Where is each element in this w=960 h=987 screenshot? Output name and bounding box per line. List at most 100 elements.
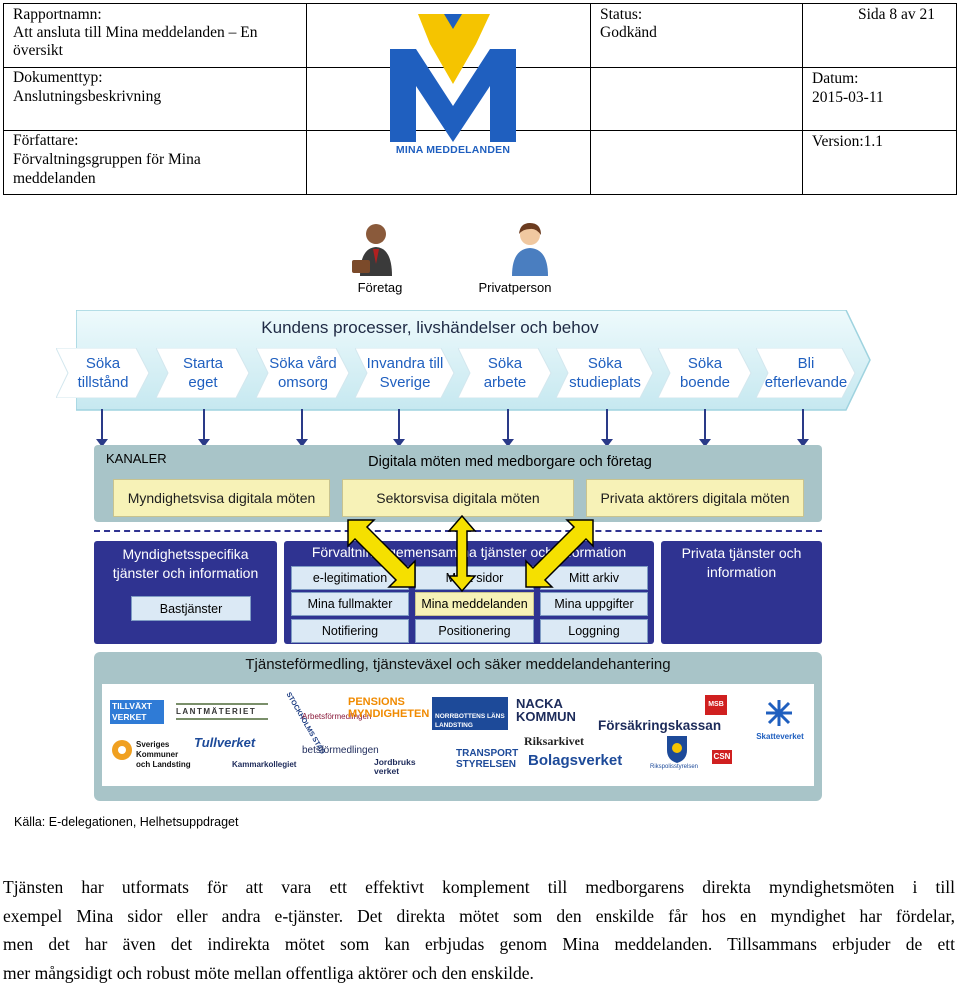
status-label: Status: [600, 5, 642, 25]
logo-kammarkollegiet: Kammarkollegiet [232, 760, 296, 769]
step-label-1: Bli [765, 354, 848, 373]
arrow-diag-left-icon [348, 520, 415, 587]
service-title: Tjänsteförmedling, tjänsteväxel och säke… [94, 656, 822, 673]
loggning-box: Loggning [540, 619, 648, 643]
down-arrow [398, 409, 400, 441]
paragraph-line: exempel Mina sidor eller andra e-tjänste… [3, 902, 955, 931]
step-label-2: tillstånd [78, 373, 129, 392]
step-label-2: efterlevande [765, 373, 848, 392]
logo-transportstyrelsen: TRANSPORT STYRELSEN [456, 748, 512, 770]
process-title: Kundens processer, livshändelser och beh… [78, 318, 782, 338]
logo-rikspolisstyrelsen: Rikspolisstyrelsen [650, 764, 698, 770]
forfattare-line1: Förvaltningsgruppen för Mina [13, 150, 201, 170]
channel-privata: Privata aktörers digitala möten [586, 479, 804, 517]
datum-value: 2015-03-11 [812, 88, 884, 108]
rapportnamn-label: Rapportnamn: [13, 5, 102, 25]
divider [590, 4, 591, 194]
channels-title: Digitala möten med medborgare och företa… [200, 454, 820, 470]
step-label-2: boende [680, 373, 730, 392]
left-box-line2: tjänster och information [94, 564, 277, 583]
step-label-1: Invandra till [367, 354, 444, 373]
channel-myndighetsvisa: Myndighetsvisa digitala möten [113, 479, 330, 517]
logo-norrbotten: NORRBOTTENS LÄNS LANDSTING [432, 697, 508, 730]
skatteverket-icon [762, 698, 796, 728]
down-arrow [101, 409, 103, 441]
step-label-2: Sverige [367, 373, 444, 392]
paragraph-line: Tjänsten har utformats för att vara ett … [3, 873, 955, 902]
logo-pensionsmyndigheten: PENSIONS MYNDIGHETEN [348, 696, 424, 720]
logo-tullverket: Tullverket [194, 735, 255, 750]
down-arrow [606, 409, 608, 441]
arrow-diag-right-icon [526, 520, 593, 587]
logo-tillvaxtverket: TILLVÄXT VERKET [110, 700, 164, 724]
myndighetsspecifika-box: Myndighetsspecifika tjänster och informa… [94, 541, 277, 644]
privata-tjanster-box: Privata tjänster och information [661, 541, 822, 644]
step-label-2: arbete [484, 373, 527, 392]
divider [306, 4, 307, 194]
logo-lantmateriet: LANTMÄTERIET [176, 703, 268, 720]
version: Version:1.1 [812, 132, 883, 152]
step-label-1: Söka [78, 354, 129, 373]
right-box-line1: Privata tjänster och [661, 544, 822, 563]
page-number: Sida 8 av 21 [858, 5, 935, 25]
rapportnamn-line2: översikt [13, 41, 63, 61]
step-label-1: Starta [183, 354, 223, 373]
arrow-vertical-icon [449, 516, 475, 591]
paragraph-line: men det har även det indirekta mötet som… [3, 930, 955, 959]
divider [802, 4, 803, 194]
rapportnamn-line1: Att ansluta till Mina meddelanden – En [13, 23, 258, 43]
notifiering-box: Notifiering [291, 619, 409, 643]
bastjanster-box: Bastjänster [131, 596, 251, 621]
down-arrow [802, 409, 804, 441]
logo-nacka: NACKA KOMMUN [516, 697, 592, 723]
business-person-icon [350, 222, 398, 278]
step-label-2: omsorg [269, 373, 337, 392]
logo-jordbruksverket: Jordbruks verket [374, 758, 418, 776]
step-label-2: studieplats [569, 373, 641, 392]
kanaler-label: KANALER [106, 451, 167, 466]
datum-label: Datum: [812, 69, 859, 89]
logo-msb: MSB [705, 695, 727, 715]
skl-icon [110, 738, 134, 768]
step-label-1: Söka [484, 354, 527, 373]
actor-private-label: Privatperson [470, 280, 560, 295]
figure-source: Källa: E-delegationen, Helhetsuppdraget [14, 815, 238, 829]
right-box-line2: information [661, 563, 822, 582]
logo-arbetsformedlingen: betsförmedlingen [302, 745, 379, 756]
actor-company-label: Företag [350, 280, 410, 295]
status-value: Godkänd [600, 23, 657, 43]
logo-skl: Sveriges Kommuner och Landsting [136, 740, 192, 770]
logo-csn: CSN [712, 750, 732, 764]
rikspolis-icon [664, 734, 690, 764]
forfattare-line2: meddelanden [13, 169, 96, 189]
logo-m-icon [390, 14, 516, 159]
private-person-icon [508, 222, 552, 278]
step-label-1: Söka vård [269, 354, 337, 373]
body-paragraph: Tjänsten har utformats för att vara ett … [3, 873, 955, 987]
logo-bolagsverket: Bolagsverket [528, 752, 622, 769]
forfattare-label: Författare: [13, 131, 78, 151]
yellow-arrows [342, 514, 602, 608]
positionering-box: Positionering [415, 619, 534, 643]
channel-sektorsvisa: Sektorsvisa digitala möten [342, 479, 574, 517]
down-arrow [301, 409, 303, 441]
logo-forsakringskassan: Försäkringskassan [598, 718, 738, 733]
left-box-line1: Myndighetsspecifika [94, 545, 277, 564]
down-arrow [704, 409, 706, 441]
down-arrow [203, 409, 205, 441]
mina-meddelanden-logo [390, 14, 516, 159]
step-label-1: Söka [569, 354, 641, 373]
dokumenttyp-value: Anslutningsbeskrivning [13, 87, 161, 107]
step-label-2: eget [183, 373, 223, 392]
dokumenttyp-label: Dokumenttyp: [13, 68, 103, 88]
step-label-1: Söka [680, 354, 730, 373]
down-arrow [507, 409, 509, 441]
